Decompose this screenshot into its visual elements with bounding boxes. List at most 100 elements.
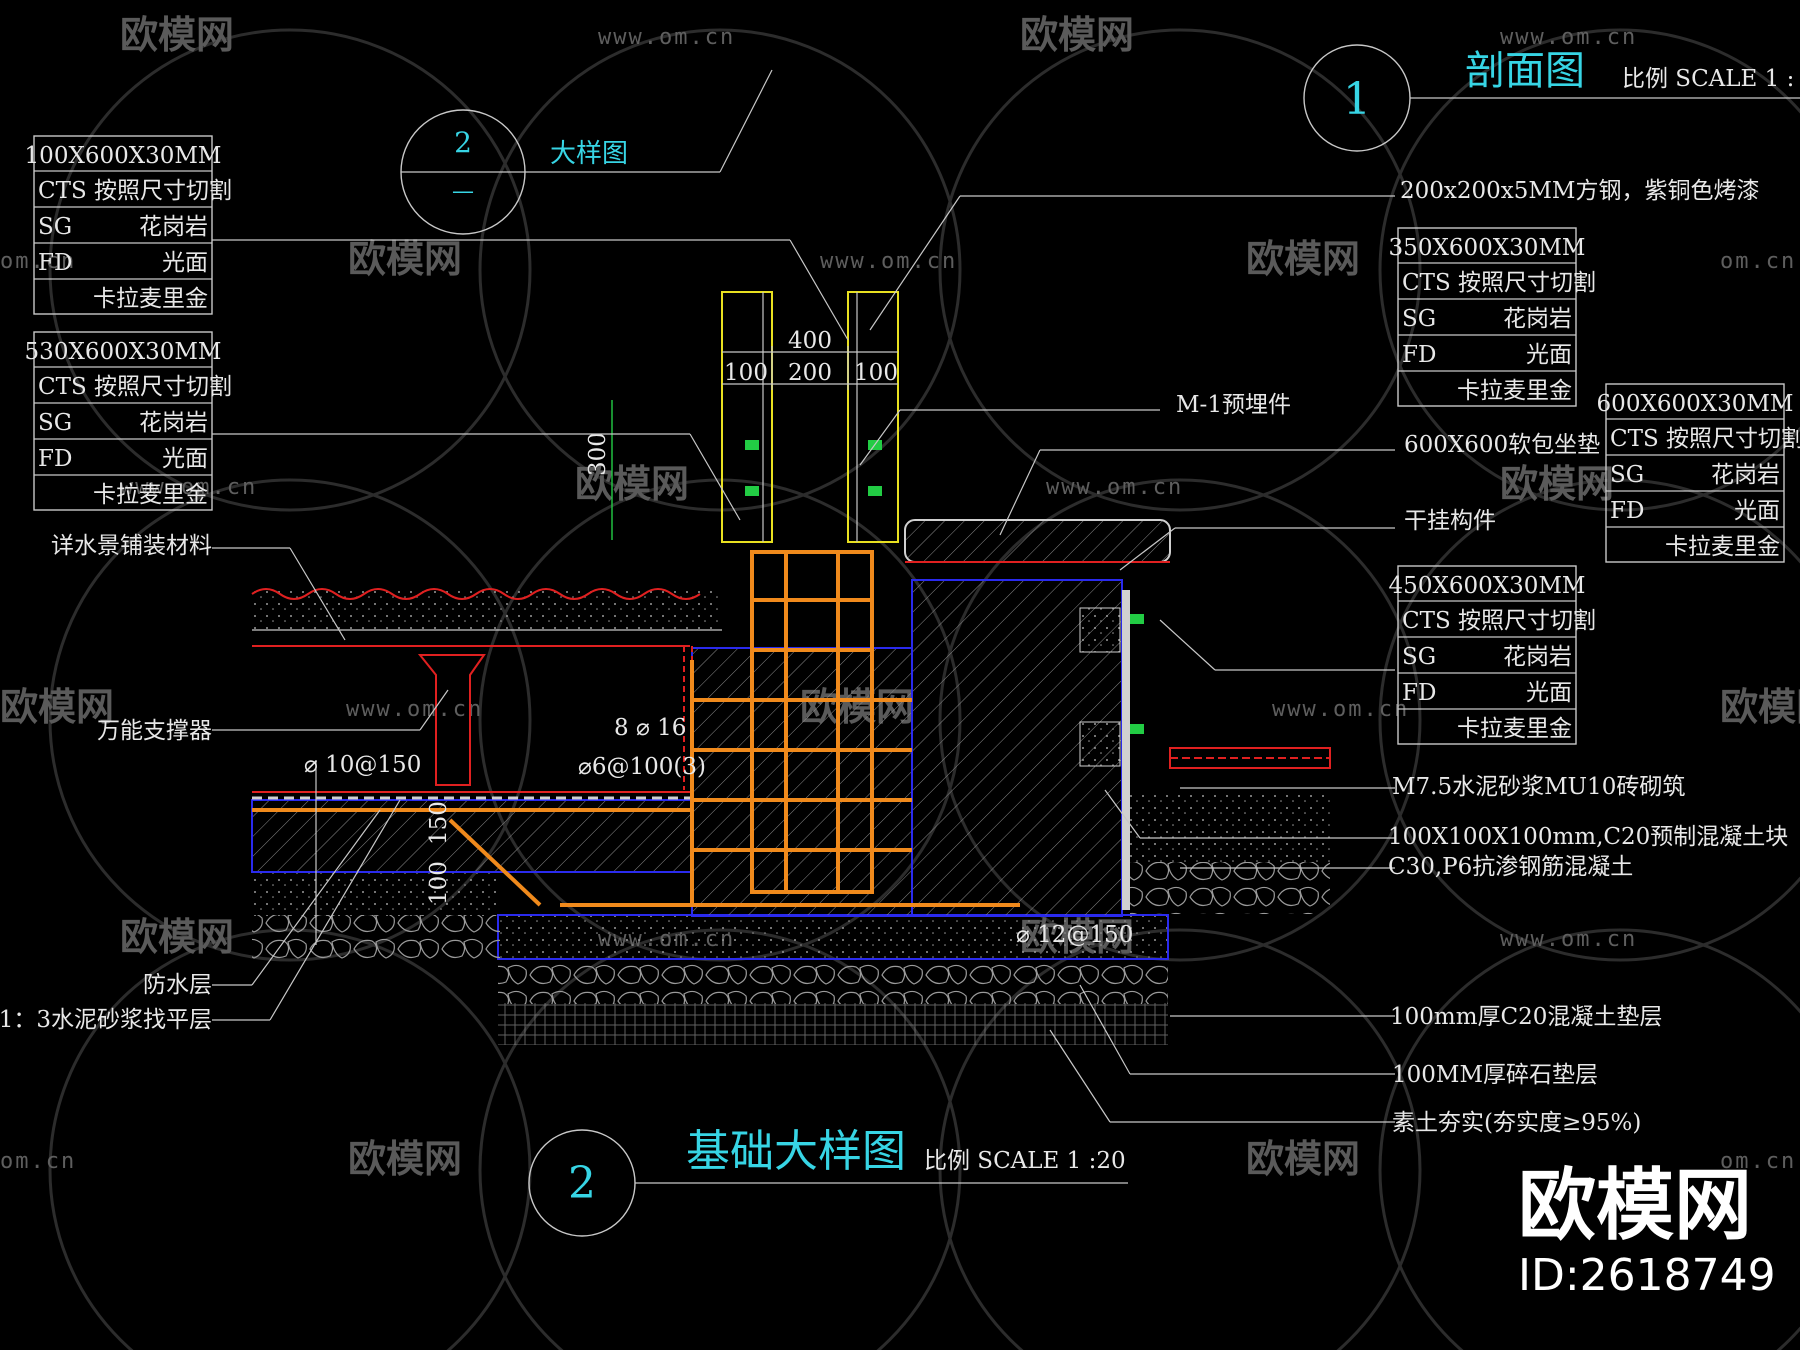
spec-fd: FD [38, 250, 72, 276]
rebar-stirrup: ⌀6@100(3) [578, 754, 706, 780]
rebar-slab: ⌀ 10@150 [304, 752, 421, 778]
dim-middle: 200 [788, 360, 832, 386]
spec-finish: 卡拉麦里金 [1665, 534, 1780, 560]
spec-size: 450X600X30MM [1389, 573, 1586, 599]
dim-height-150: 150 [426, 801, 452, 845]
spec-size: 350X600X30MM [1389, 235, 1586, 261]
label-waterproof: 防水层 [143, 972, 212, 998]
label-gravel: 100MM厚碎石垫层 [1392, 1062, 1598, 1088]
detail-sub: — [452, 179, 474, 204]
watermark-brand: 欧模网 [1246, 237, 1360, 281]
spec-sg-value: 花岗岩 [1711, 462, 1780, 488]
spec-cts: CTS 按照尺寸切割 [1402, 270, 1596, 296]
label-steel: 200x200x5MM方钢，紫铜色烤漆 [1400, 178, 1759, 204]
gravel-bed [498, 958, 1168, 1004]
spec-table-1: 100X600X30MM CTS 按照尺寸切割 SG 花岗岩 FD 光面 卡拉麦… [25, 135, 232, 315]
pedestal-support [417, 654, 486, 786]
spec-table-5: 450X600X30MM CTS 按照尺寸切割 SG 花岗岩 FD 光面 卡拉麦… [1389, 565, 1596, 745]
dim-total: 400 [788, 328, 832, 354]
watermark-url: www.om.cn [820, 249, 957, 274]
label-hang: 干挂构件 [1404, 508, 1496, 534]
watermark-url: www.om.cn [1500, 25, 1637, 50]
label-c20: 100mm厚C20混凝土垫层 [1390, 1004, 1662, 1030]
spec-fd: FD [1402, 342, 1436, 368]
spec-cts: CTS 按照尺寸切割 [38, 374, 232, 400]
steel-post-left [721, 291, 773, 543]
section-title: 剖面图 [1465, 48, 1585, 94]
watermark-circles [48, 28, 1800, 1350]
watermark-url: om.cn [1720, 1149, 1796, 1174]
left-c20 [252, 870, 500, 916]
concrete-core [691, 647, 913, 917]
brand-name: 欧模网 [1518, 1161, 1752, 1251]
label-paving: 详水景铺装材料 [51, 533, 212, 559]
watermark-url: om.cn [0, 1149, 76, 1174]
watermark-brand: 欧模网 [120, 13, 234, 57]
label-brick: M7.5水泥砂浆MU10砖砌筑 [1392, 774, 1685, 800]
watermark-brand: 欧模网 [1500, 462, 1614, 506]
label-concrete: C30,P6抗渗钢筋混凝土 [1388, 854, 1633, 880]
spec-sg-value: 花岗岩 [1503, 306, 1572, 332]
label-mortar: 1：3水泥砂浆找平层 [0, 1007, 212, 1033]
spec-cts: CTS 按照尺寸切割 [1402, 608, 1596, 634]
spec-table-2: 530X600X30MM CTS 按照尺寸切割 SG 花岗岩 FD 光面 卡拉麦… [25, 331, 232, 511]
water-paving [252, 590, 722, 630]
spec-cts: CTS 按照尺寸切割 [38, 178, 232, 204]
steel-post-right [847, 291, 899, 543]
spec-sg: SG [38, 214, 72, 240]
dim-height-100: 100 [426, 861, 452, 905]
compacted-soil [498, 1003, 1168, 1045]
watermark-brand: 欧模网 [1720, 685, 1800, 729]
spec-fd-value: 光面 [1526, 680, 1572, 706]
spec-sg: SG [38, 410, 72, 436]
spec-sg: SG [1402, 644, 1436, 670]
dim-left: 100 [724, 360, 768, 386]
watermark-brand: 欧模网 [0, 685, 114, 729]
detail-marker: 2 — 大样图 [400, 69, 773, 235]
spec-fd: FD [38, 446, 72, 472]
watermark-url: om.cn [0, 249, 76, 274]
watermark-url: www.om.cn [1046, 475, 1183, 500]
spec-fd-value: 光面 [1734, 498, 1780, 524]
spec-finish: 卡拉麦里金 [1457, 716, 1572, 742]
watermark-brand: 欧模网 [1020, 13, 1134, 57]
spec-sg-value: 花岗岩 [1503, 644, 1572, 670]
spec-table-4: 600X600X30MM CTS 按照尺寸切割 SG 花岗岩 FD 光面 卡拉麦… [1597, 383, 1800, 563]
title-scale: 比例 SCALE 1 :20 [924, 1148, 1126, 1174]
spec-fd: FD [1610, 498, 1644, 524]
leader-lines [212, 195, 1395, 1123]
spec-size: 100X600X30MM [25, 143, 222, 169]
watermark-url: om.cn [1720, 249, 1796, 274]
left-labels: 详水景铺装材料 万能支撑器 防水层 1：3水泥砂浆找平层 [0, 533, 212, 1033]
label-soil: 素土夯实(夯实度≥95%) [1392, 1110, 1641, 1136]
seat-cushion [904, 519, 1171, 563]
title-number: 2 [568, 1158, 596, 1209]
c20-bed [497, 914, 1169, 960]
spec-sg: SG [1402, 306, 1436, 332]
brand-id: ID:2618749 [1518, 1250, 1776, 1301]
spec-fd-value: 光面 [162, 446, 208, 472]
spec-finish: 卡拉麦里金 [93, 286, 208, 312]
rebar-cage [750, 550, 874, 894]
section-number: 1 [1343, 74, 1371, 125]
dimension-labels: 400 100 200 100 300 150 100 8 ⌀ 16 ⌀6@10… [304, 328, 1133, 948]
detail-label: 大样图 [550, 139, 628, 169]
spec-size: 600X600X30MM [1597, 391, 1794, 417]
brand-logo: 欧模网 ID:2618749 [1518, 1161, 1776, 1301]
spec-sg: SG [1610, 462, 1644, 488]
watermark-url: www.om.cn [1500, 927, 1637, 952]
spec-fd: FD [1402, 680, 1436, 706]
foundation-section [251, 291, 1331, 1045]
watermark-url: www.om.cn [1272, 697, 1409, 722]
drawing-title: 2 基础大样图 比例 SCALE 1 :20 [528, 1126, 1128, 1237]
spec-finish: 卡拉麦里金 [1457, 378, 1572, 404]
watermark-brand: 欧模网 [348, 237, 462, 281]
right-gravel [1130, 862, 1330, 914]
label-embed: M-1预埋件 [1176, 392, 1291, 418]
watermark-url: www.om.cn [346, 697, 483, 722]
label-cushion: 600X600软包坐垫 [1404, 432, 1600, 458]
watermark-brand: 欧模网 [348, 1137, 462, 1181]
section-marker: 1 剖面图 比例 SCALE 1 : [1303, 44, 1800, 152]
spec-fd-value: 光面 [162, 250, 208, 276]
